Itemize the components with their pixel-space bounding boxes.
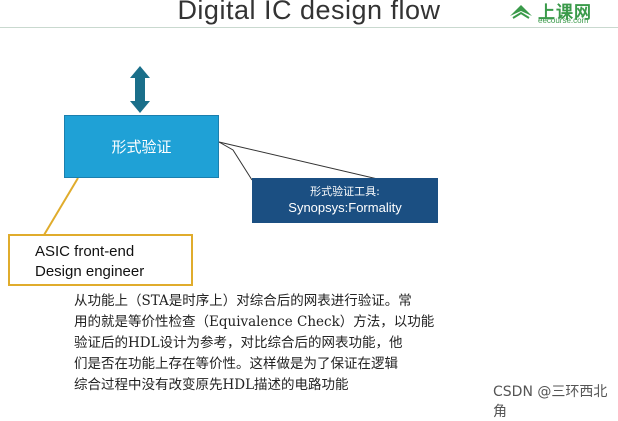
role-box: ASIC front-end Design engineer — [8, 234, 193, 286]
slide-title: Digital IC design flow — [177, 0, 441, 25]
tool-box-tool: Synopsys:Formality — [288, 200, 402, 215]
tool-box-title: 形式验证工具: — [310, 185, 380, 198]
csdn-watermark: CSDN @三环西北角 — [493, 384, 608, 420]
bidirectional-arrow — [130, 66, 150, 113]
role-line-1: ASIC front-end — [35, 243, 135, 260]
description-text: 从功能上（STA是时序上）对综合后的网表进行验证。常 用的就是等价性检查（Equ… — [74, 291, 504, 396]
description-line: 从功能上（STA是时序上）对综合后的网表进行验证。常 — [74, 293, 412, 309]
connector-main-to-role — [43, 177, 79, 236]
description-line: 验证后的HDL设计为参考，对比综合后的网表功能，他 — [74, 335, 403, 351]
brand-logo: 上课网 eecourse.com — [498, 0, 618, 30]
tool-box: 形式验证工具: Synopsys:Formality — [252, 178, 438, 223]
logo-icon — [510, 5, 532, 19]
description-line: 们是否在功能上存在等价性。这样做是为了保证在逻辑 — [74, 356, 398, 372]
logo-text: 上课网 — [538, 3, 592, 23]
role-line-2: Design engineer — [35, 263, 145, 280]
connector-main-to-tool — [218, 141, 253, 181]
logo-subtext: eecourse.com — [538, 16, 589, 25]
title-divider — [0, 27, 618, 28]
diagram-connectors — [43, 66, 383, 236]
description-line: 用的就是等价性检查（Equivalence Check）方法，以功能 — [74, 314, 435, 330]
formal-verification-box: 形式验证 — [64, 115, 219, 178]
description-line: 综合过程中没有改变原先HDL描述的电路功能 — [74, 377, 349, 393]
